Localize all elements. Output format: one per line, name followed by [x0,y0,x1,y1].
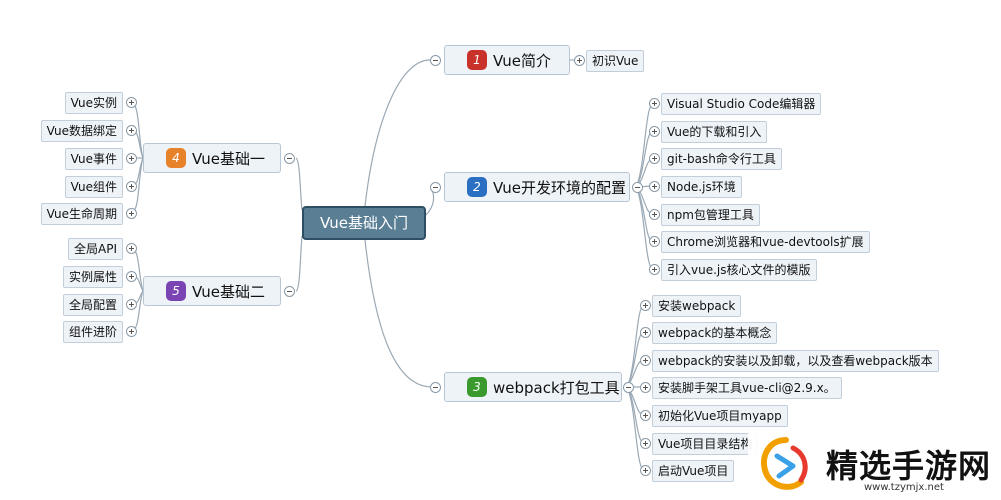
branch-label: Vue基础二 [192,282,265,301]
site-logo-icon [761,437,808,490]
leaf-component-advanced[interactable]: 组件进阶 [62,321,123,343]
expand-toggle-icon[interactable] [640,438,651,449]
branch-webpack[interactable]: 3 webpack打包工具 [444,372,622,402]
number-2-icon: 2 [467,177,487,197]
collapse-toggle-icon[interactable] [430,382,441,393]
collapse-toggle-icon[interactable] [632,182,643,193]
expand-toggle-icon[interactable] [126,153,137,164]
expand-toggle-icon[interactable] [649,236,660,247]
leaf-vue-events[interactable]: Vue事件 [64,148,123,170]
branch-label: webpack打包工具 [493,378,620,397]
leaf-lifecycle[interactable]: Vue生命周期 [40,203,123,225]
leaf-npm[interactable]: npm包管理工具 [661,204,760,226]
leaf-vue-instance[interactable]: Vue实例 [64,92,123,114]
root-topic[interactable]: Vue基础入门 [302,206,426,240]
leaf-webpack-install-uninstall[interactable]: webpack的安装以及卸载，以及查看webpack版本 [652,350,939,372]
leaf-nodejs[interactable]: Node.js环境 [661,176,742,198]
watermark-text: 精选手游网 [826,447,992,485]
expand-toggle-icon[interactable] [640,465,651,476]
leaf-first-vue[interactable]: 初识Vue [586,50,645,72]
watermark-url: www.tzymjx.net [864,482,944,493]
leaf-vue-download[interactable]: Vue的下载和引入 [661,121,768,143]
collapse-toggle-icon[interactable] [284,153,295,164]
leaf-vue-components[interactable]: Vue组件 [64,176,123,198]
collapse-toggle-icon[interactable] [430,182,441,193]
expand-toggle-icon[interactable] [649,126,660,137]
expand-toggle-icon[interactable] [649,153,660,164]
expand-toggle-icon[interactable] [640,355,651,366]
branch-label: Vue基础一 [192,149,265,168]
expand-toggle-icon[interactable] [574,55,585,66]
number-3-icon: 3 [467,377,487,397]
expand-toggle-icon[interactable] [126,208,137,219]
collapse-toggle-icon[interactable] [623,382,634,393]
branch-label: Vue简介 [493,51,551,70]
expand-toggle-icon[interactable] [649,209,660,220]
expand-toggle-icon[interactable] [649,264,660,275]
expand-toggle-icon[interactable] [640,382,651,393]
leaf-vuejs-template[interactable]: 引入vue.js核心文件的模版 [661,259,817,281]
branch-vue-intro[interactable]: 1 Vue简介 [444,45,570,75]
leaf-chrome-devtools[interactable]: Chrome浏览器和vue-devtools扩展 [661,231,870,253]
number-5-icon: 5 [166,281,186,301]
expand-toggle-icon[interactable] [126,326,137,337]
expand-toggle-icon[interactable] [640,327,651,338]
expand-toggle-icon[interactable] [649,98,660,109]
leaf-init-myapp[interactable]: 初始化Vue项目myapp [652,405,788,427]
branch-dev-env[interactable]: 2 Vue开发环境的配置 [444,172,630,202]
leaf-vscode[interactable]: Visual Studio Code编辑器 [661,93,822,115]
collapse-toggle-icon[interactable] [284,286,295,297]
leaf-global-config[interactable]: 全局配置 [62,294,123,316]
expand-toggle-icon[interactable] [640,300,651,311]
expand-toggle-icon[interactable] [649,181,660,192]
collapse-toggle-icon[interactable] [430,55,441,66]
leaf-install-webpack[interactable]: 安装webpack [652,295,742,317]
leaf-data-binding[interactable]: Vue数据绑定 [40,120,123,142]
number-1-icon: 1 [467,50,487,70]
leaf-git-bash[interactable]: git-bash命令行工具 [661,148,782,170]
leaf-webpack-concepts[interactable]: webpack的基本概念 [652,322,778,344]
branch-vue-basics-1[interactable]: 4 Vue基础一 [143,143,281,173]
leaf-vue-cli[interactable]: 安装脚手架工具vue-cli@2.9.x。 [652,377,842,399]
leaf-instance-props[interactable]: 实例属性 [62,266,123,288]
expand-toggle-icon[interactable] [126,97,137,108]
leaf-project-structure[interactable]: Vue项目目录结构 [652,433,759,455]
expand-toggle-icon[interactable] [126,125,137,136]
number-4-icon: 4 [166,148,186,168]
branch-vue-basics-2[interactable]: 5 Vue基础二 [143,276,281,306]
expand-toggle-icon[interactable] [640,410,651,421]
leaf-start-project[interactable]: 启动Vue项目 [652,460,735,482]
expand-toggle-icon[interactable] [126,271,137,282]
expand-toggle-icon[interactable] [126,181,137,192]
expand-toggle-icon[interactable] [126,299,137,310]
leaf-global-api[interactable]: 全局API [68,238,123,260]
branch-label: Vue开发环境的配置 [493,178,626,197]
expand-toggle-icon[interactable] [126,243,137,254]
